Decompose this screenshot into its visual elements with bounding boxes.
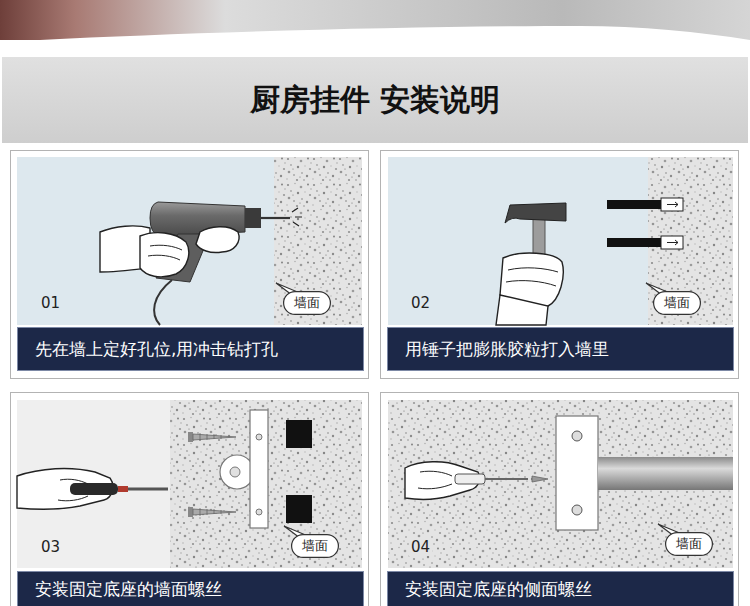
hammer-illustration (506, 268, 558, 286)
side-screw-illustration (572, 431, 582, 441)
wall-screw-illustration (58, 479, 88, 501)
step-caption: 安装固定底座的侧面螺丝 (387, 571, 734, 606)
callout-text: 墙面 (676, 535, 702, 553)
wall-screw-illustration (170, 400, 362, 568)
caption-text: 先在墙上定好孔位,用冲击钻打孔 (35, 338, 278, 361)
side-screw-illustration (418, 471, 452, 489)
caption-text: 用锤子把膨胀胶粒打入墙里 (405, 338, 609, 361)
wall-screw-illustration (250, 410, 268, 528)
side-screw-illustration (388, 400, 733, 568)
header-band: 厨房挂件 安装说明 (2, 57, 748, 143)
wall-screw-illustration (118, 486, 128, 492)
step-panel: 墙面安装固定底座的侧面螺丝 04 (380, 392, 739, 606)
step-number: 04 (411, 538, 430, 556)
step-number: 02 (411, 294, 430, 312)
drill-illustration (154, 280, 172, 325)
side-screw-illustration (388, 400, 733, 568)
callout-text: 墙面 (664, 294, 690, 312)
side-screw-illustration (455, 474, 485, 484)
drill-illustration (292, 208, 302, 226)
wall-screw-illustration (220, 455, 254, 489)
drill-illustration (17, 157, 362, 325)
wall-screw-illustration (256, 434, 262, 440)
hammer-illustration (607, 238, 661, 247)
hammer-illustration (667, 240, 678, 245)
wall-callout: 墙面 (653, 291, 701, 315)
drill-illustration (261, 217, 290, 219)
step-panel: 墙面先在墙上定好孔位,用冲击钻打孔 01 (10, 150, 369, 379)
top-photo-strip (40, 26, 750, 40)
top-photo-strip (0, 0, 750, 40)
step-caption: 安装固定底座的墙面螺丝 (17, 571, 364, 606)
hammer-illustration (505, 203, 566, 223)
wall-screw-illustration (193, 434, 236, 440)
wall-screw-illustration (17, 400, 170, 568)
header-band-fill (2, 57, 748, 143)
side-screw-illustration (598, 457, 733, 490)
callout-frame (284, 292, 331, 315)
hammer-illustration (388, 157, 733, 325)
wall-screw-illustration (200, 433, 221, 441)
callout-text: 墙面 (302, 537, 328, 555)
callout-frame (292, 535, 339, 558)
wall-callout: 墙面 (283, 291, 331, 315)
number-holder: 02 (409, 294, 432, 312)
hammer-illustration (648, 157, 733, 325)
wall-screw-illustration (256, 509, 262, 515)
wall-screw-illustration (286, 420, 312, 448)
step-number: 01 (41, 294, 60, 312)
wall-screw-illustration (70, 483, 118, 495)
number-holder: 01 (39, 294, 62, 312)
top-photo-strip (0, 0, 750, 40)
wall-screw-illustration (188, 432, 193, 442)
wall-screw-illustration (230, 467, 240, 477)
step-panel: 墙面用锤子把膨胀胶粒打入墙里 02 (380, 150, 739, 379)
callout-text: 墙面 (294, 294, 320, 312)
wall-screw-illustration (193, 509, 236, 515)
drill-illustration (148, 245, 182, 260)
wall-screw-illustration (200, 508, 221, 516)
caption-text: 安装固定底座的墙面螺丝 (35, 578, 222, 601)
side-screw-illustration (532, 476, 548, 482)
hammer-illustration (661, 236, 683, 249)
hammer-illustration (661, 198, 683, 211)
step-caption: 用锤子把膨胀胶粒打入墙里 (387, 327, 734, 371)
step-caption: 先在墙上定好孔位,用冲击钻打孔 (17, 327, 364, 371)
drill-illustration (245, 208, 261, 228)
hammer-illustration (496, 295, 548, 325)
step-panel: 墙面安装固定底座的墙面螺丝 03 (10, 392, 369, 606)
hammer-illustration (388, 157, 733, 325)
side-screw-illustration (572, 505, 582, 515)
number-holder: 03 (39, 538, 62, 556)
wall-screw-illustration (128, 488, 168, 491)
wall-screw-illustration (188, 507, 193, 517)
drill-illustration (274, 157, 362, 325)
wall-callout: 墙面 (291, 534, 339, 558)
page-title: 厨房挂件 安装说明 (250, 80, 500, 121)
wall-screw-illustration (286, 495, 312, 523)
hammer-illustration (667, 202, 678, 207)
step-number: 03 (41, 538, 60, 556)
drill-illustration (17, 157, 362, 325)
hammer-illustration (607, 200, 661, 209)
callout-frame (654, 292, 701, 315)
header-band-fill (2, 57, 748, 143)
number-holder: 04 (409, 538, 432, 556)
wall-callout: 墙面 (665, 532, 713, 556)
caption-text: 安装固定底座的侧面螺丝 (405, 578, 592, 601)
side-screw-illustration (485, 478, 528, 480)
drill-illustration (196, 227, 239, 253)
side-screw-illustration (556, 416, 598, 530)
callout-frame (666, 533, 713, 556)
drill-illustration (140, 233, 189, 277)
wall-screw-illustration (17, 400, 362, 568)
